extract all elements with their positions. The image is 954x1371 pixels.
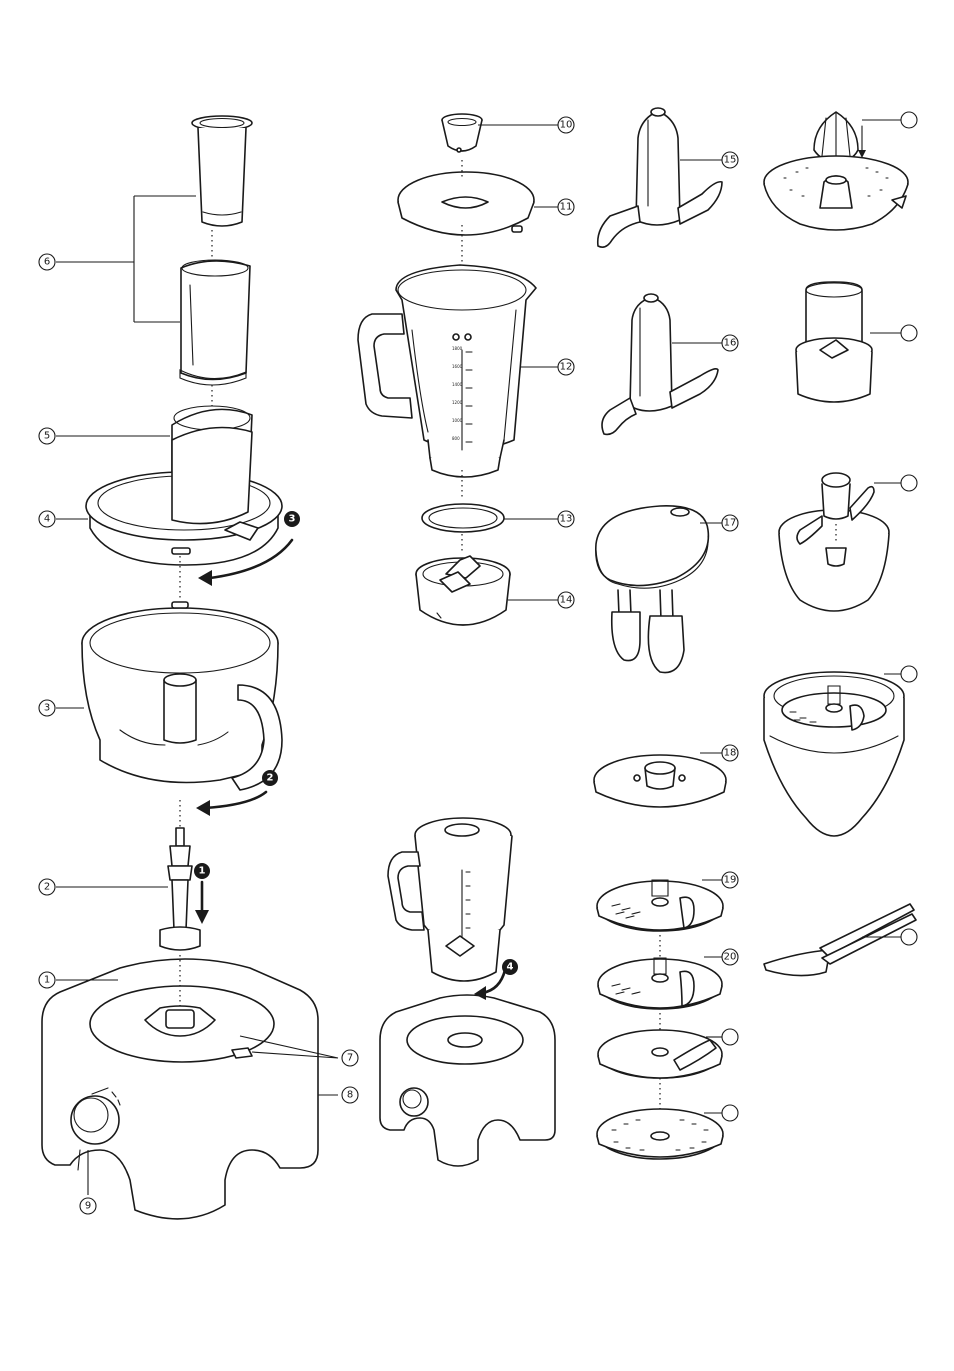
assembled-blender [387,817,513,982]
svg-text:3: 3 [289,514,296,525]
large-pusher [179,259,251,386]
callout-7: 7 [341,1049,359,1067]
knife-blade [596,107,723,248]
thick-slicer-disc [596,879,724,932]
callout-20: 20 [721,948,739,966]
svg-text:2: 2 [267,773,274,784]
citrus-press [763,111,909,231]
svg-text:19: 19 [724,875,737,886]
dicing-attachment [763,671,905,837]
callout-5: 5 [38,427,56,445]
svg-text:10: 10 [560,120,573,131]
svg-text:8: 8 [347,1090,353,1101]
svg-text:2: 2 [44,882,50,893]
bowl-lid [85,426,283,566]
motor-base [41,958,319,1220]
callout-21 [721,1028,739,1046]
callout-3: 3 [38,699,56,717]
callout-11: 11 [557,198,575,216]
callout-10: 10 [557,116,575,134]
volume-mark-1: 1600 [452,364,463,369]
svg-text:20: 20 [724,952,737,963]
callout-14: 14 [557,591,575,609]
callout-24 [900,324,918,342]
disc-spindle-cover [593,754,727,808]
callout-25 [900,474,918,492]
julienne-disc [597,1029,723,1079]
svg-text:7: 7 [347,1053,353,1064]
rotate-arrow-bowl [196,790,268,816]
svg-text:17: 17 [724,518,737,529]
callout-23 [900,111,918,129]
callout-4: 4 [38,510,56,528]
leader-6 [56,195,196,323]
svg-text:13: 13 [560,514,573,525]
dough-tool [601,293,719,436]
step-marker-3: 3 [284,511,300,527]
volume-mark-0: 1800 [452,346,463,351]
rotate-arrow-lid [198,538,294,586]
callout-27 [900,928,918,946]
grating-disc [596,1108,724,1160]
blender-jug [357,264,537,478]
svg-text:4: 4 [44,514,50,525]
svg-text:4: 4 [507,962,514,973]
callout-16: 16 [721,334,739,352]
volume-mark-3: 1200 [452,400,463,405]
down-arrow-shaft [195,880,209,924]
svg-text:3: 3 [44,703,50,714]
svg-text:18: 18 [724,748,737,759]
callout-15: 15 [721,151,739,169]
small-pusher [191,115,253,227]
svg-text:9: 9 [85,1201,91,1212]
callout-1: 1 [38,971,56,989]
callout-2: 2 [38,878,56,896]
callout-22 [721,1104,739,1122]
blender-motor-base [379,994,556,1167]
mini-chopper [778,472,890,612]
volume-mark-2: 1400 [452,382,463,387]
step-marker-4: 4 [502,959,518,975]
callout-8: 8 [341,1086,359,1104]
step-marker-1: 1 [194,863,210,879]
blender-filler-cap [441,113,483,153]
volume-mark-4: 1000 [452,418,463,423]
blender-sealing-ring [421,503,505,533]
rotate-arrow-blender [474,968,507,1000]
callout-26 [900,665,918,683]
svg-text:1: 1 [199,866,206,877]
svg-text:15: 15 [724,155,737,166]
svg-text:16: 16 [724,338,737,349]
callout-12: 12 [557,358,575,376]
callout-6: 6 [38,253,56,271]
spatula [763,903,917,977]
svg-text:5: 5 [44,431,50,442]
assembly-axis-left [179,230,213,1010]
callout-13: 13 [557,510,575,528]
callout-9: 9 [79,1197,97,1215]
thin-slicer-disc [597,957,723,1010]
blender-blade-unit [415,555,511,626]
step-marker-2: 2 [262,770,278,786]
blender-volume-marks: 1800 1600 1400 1200 1000 800 [452,346,463,441]
svg-text:1: 1 [44,975,50,986]
callout-18: 18 [721,744,739,762]
volume-mark-5: 800 [452,436,460,441]
svg-text:12: 12 [560,362,573,373]
svg-text:6: 6 [44,257,50,268]
callout-17: 17 [721,514,739,532]
mill [795,281,873,403]
callout-19: 19 [721,871,739,889]
svg-text:11: 11 [560,202,573,213]
processor-bowl [81,601,283,791]
svg-text:14: 14 [560,595,573,606]
blender-lid [397,171,535,236]
drive-shaft [159,827,201,951]
whisk-attachment [594,505,710,674]
